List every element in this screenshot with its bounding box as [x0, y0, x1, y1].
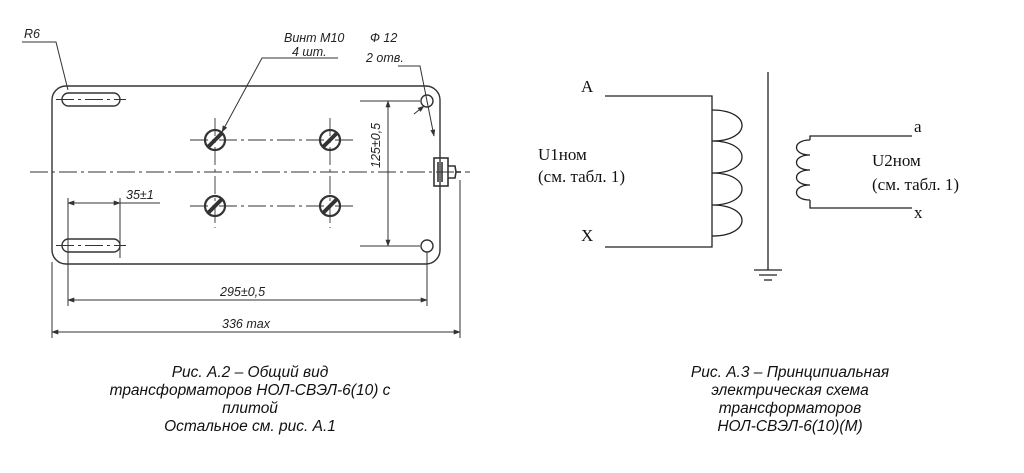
- secondary-lead-x: [809, 200, 912, 209]
- u1-name: U1ном: [538, 145, 587, 164]
- hole-top-right: [420, 94, 434, 108]
- secondary-lead-a: [809, 135, 912, 140]
- r6-leader: [22, 41, 69, 91]
- dim-overall: [51, 180, 461, 338]
- caption-line: трансформаторов: [718, 400, 862, 417]
- caption-line: Остальное см. рис. А.1: [164, 418, 336, 435]
- u1-ref: (см. табл. 1): [538, 167, 625, 186]
- u2-ref: (см. табл. 1): [872, 175, 959, 194]
- caption-line: трансформаторов НОЛ-СВЭЛ-6(10) с: [109, 382, 391, 399]
- primary-lead-a: [605, 95, 713, 110]
- terminal-block: [433, 157, 461, 187]
- caption-line: НОЛ-СВЭЛ-6(10)(М): [717, 418, 863, 435]
- caption-line: Рис. А.2 – Общий вид: [171, 364, 329, 381]
- terminal-x-upper: X: [581, 226, 593, 245]
- primary-winding: [711, 109, 743, 237]
- dim-holes: [67, 252, 428, 306]
- figure-a3-caption: Рис. А.3 – Принципиальная электрическая …: [620, 364, 960, 436]
- caption-line: электрическая схема: [711, 382, 869, 399]
- caption-line: Рис. А.3 – Принципиальная: [690, 364, 890, 381]
- hole-title-label: Ф 12: [370, 31, 397, 45]
- radius-label: R6: [24, 27, 40, 41]
- ground-icon: [754, 269, 782, 281]
- terminal-x-lower: x: [914, 203, 923, 222]
- dim-overall-label: 336 max: [222, 317, 271, 331]
- dim-slot-label: 35±1: [126, 188, 154, 202]
- secondary-winding: [795, 139, 811, 201]
- schematic: [605, 72, 912, 281]
- caption-line: плитой: [222, 400, 278, 417]
- center-lines: [30, 99, 470, 246]
- primary-lead-x: [605, 236, 713, 248]
- dim-slot: [67, 198, 160, 258]
- screw-title-label: Винт М10: [284, 31, 344, 45]
- u2-name: U2ном: [872, 151, 921, 170]
- dim-vertical: [360, 100, 420, 247]
- hole-leader: [398, 65, 436, 137]
- hole-count-label: 2 отв.: [365, 51, 404, 65]
- plate-drawing: [22, 41, 470, 338]
- dim-vertical-label: 125±0,5: [369, 123, 383, 168]
- screw-count-label: 4 шт.: [292, 45, 327, 59]
- hole-bottom-right: [420, 239, 434, 253]
- figure-a2-caption: Рис. А.2 – Общий вид трансформаторов НОЛ…: [40, 364, 460, 436]
- screw-leader: [221, 57, 338, 133]
- terminal-a-lower: a: [914, 117, 922, 136]
- dim-holes-label: 295±0,5: [219, 285, 265, 299]
- terminal-a-upper: A: [581, 77, 594, 96]
- plate-outline: [51, 85, 441, 265]
